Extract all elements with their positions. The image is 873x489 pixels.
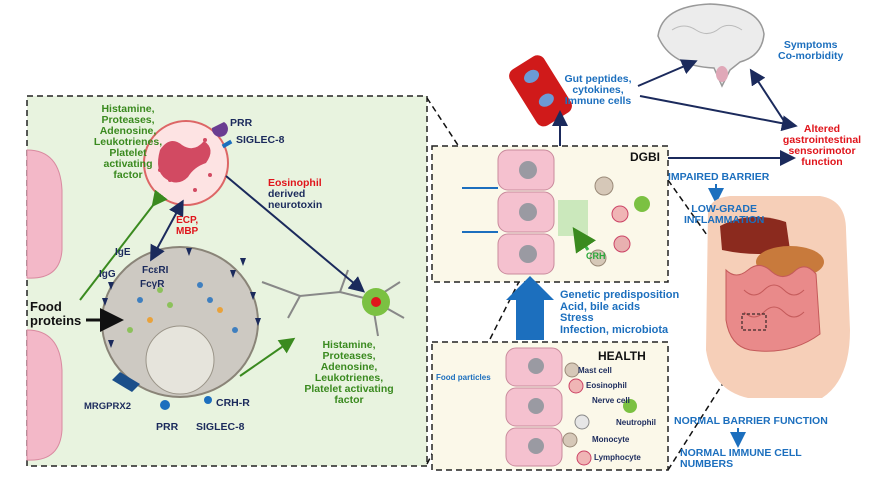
- factor-line: Stress: [560, 312, 594, 325]
- gut-line: cytokines,: [572, 84, 624, 97]
- arrow-eos-neuron: [225, 175, 366, 293]
- arrow-mast-neuron: [239, 337, 296, 377]
- food-proteins-label: Food proteins: [30, 300, 81, 327]
- altered-line: function: [801, 156, 843, 169]
- low-grade-label: LOW-GRADE INFLAMMATION: [684, 203, 765, 227]
- proteins-line: proteins: [30, 312, 82, 328]
- mediator-line: Platelet activating: [304, 383, 394, 396]
- crh-r-label: CRH-R: [216, 397, 250, 409]
- mediator-line: Proteases,: [101, 114, 155, 127]
- mbp-line: MBP: [176, 225, 199, 237]
- mediator-line: Adenosine,: [99, 125, 157, 138]
- factors-arrow: [506, 276, 554, 340]
- dgbi-label: DGBI: [630, 150, 660, 164]
- arrow-eos-mast: [150, 199, 184, 262]
- epithelium-health: [505, 347, 637, 467]
- symptoms-label: Symptoms Co-morbidity: [778, 39, 844, 63]
- altered-line: gastrointestinal: [782, 134, 862, 147]
- altered-line: Altered: [803, 123, 841, 135]
- arrow-peptides-brain: [637, 59, 698, 87]
- altered-label: Altered gastrointestinal sensorimotor fu…: [776, 123, 868, 169]
- epithelial-edge: [26, 149, 63, 461]
- health-label: HEALTH: [598, 349, 646, 363]
- neurotoxin-line: Eosinophil: [268, 177, 322, 189]
- mediator-line: Leukotrienes,: [314, 372, 384, 385]
- factor-line: Acid, bile acids: [560, 300, 641, 313]
- mast-cell: [101, 246, 259, 410]
- mrgprx2-label: MRGPRX2: [84, 401, 131, 412]
- mediator-line: Proteases,: [322, 350, 376, 363]
- legend-neutrophil: Neutrophil: [616, 418, 656, 427]
- eosinophil-cell: [143, 120, 233, 206]
- food-line: Food: [30, 299, 62, 314]
- mediator-line: Leukotrienes,: [93, 136, 163, 149]
- legend-eosinophil: Eosinophil: [586, 381, 627, 390]
- mediator-line: factor: [113, 169, 143, 182]
- abdomen-image: [706, 196, 850, 398]
- blood-vessel: [509, 55, 572, 127]
- prr-bottom-label: PRR: [156, 421, 179, 433]
- food-particles-label: Food particles: [436, 373, 491, 382]
- mediator-line: factor: [334, 394, 364, 407]
- igg-label: IgG: [99, 269, 116, 280]
- fceri-label: FcεRI: [142, 265, 169, 276]
- prr-top-label: PRR: [230, 117, 253, 129]
- ige-label: IgE: [115, 247, 131, 258]
- neurotoxin-label: Eosinophil derived neurotoxin: [268, 177, 323, 212]
- mediator-line: Histamine,: [322, 339, 376, 351]
- fcgr-label: FcγR: [140, 279, 165, 290]
- factor-line: Infection, microbiota: [560, 323, 669, 336]
- legend-mast-cell: Mast cell: [578, 366, 612, 375]
- mediators-top-label: Histamine, Proteases, Adenosine, Leukotr…: [76, 103, 180, 182]
- mediator-line: Adenosine,: [320, 361, 378, 374]
- ecp-mbp-label: ECP, MBP: [176, 215, 199, 237]
- gut-line: Immune cells: [564, 95, 632, 108]
- gut-peptides-label: Gut peptides, cytokines, Immune cells: [556, 73, 640, 108]
- neuron-left: [261, 269, 405, 337]
- gut-line: Gut peptides,: [564, 73, 632, 85]
- ecp-line: ECP,: [176, 215, 199, 226]
- symptoms-line: Symptoms: [783, 39, 838, 51]
- comorbidity-line: Co-morbidity: [778, 50, 844, 63]
- mediator-line: Histamine,: [101, 103, 155, 115]
- mediator-line: Platelet: [109, 147, 147, 160]
- impaired-barrier-label: IMPAIRED BARRIER: [668, 171, 770, 183]
- legend-monocyte: Monocyte: [592, 435, 630, 444]
- siglec-top-label: SIGLEC-8: [236, 134, 285, 146]
- legend-nerve-cell: Nerve cell: [592, 396, 630, 405]
- factor-line: Genetic predisposition: [560, 289, 680, 301]
- inflammation-line: INFLAMMATION: [684, 214, 765, 227]
- arrow-altered-brain: [749, 68, 787, 125]
- factors-label: Genetic predisposition Acid, bile acids …: [560, 289, 680, 336]
- crh-arrow: [572, 227, 596, 254]
- numbers-line: NUMBERS: [680, 458, 734, 471]
- arrow-mast-mediators: [79, 189, 168, 301]
- mediator-line: activating: [103, 158, 153, 171]
- low-grade-line: LOW-GRADE: [691, 203, 757, 215]
- neurotoxin-line: neurotoxin: [268, 199, 323, 212]
- normal-barrier-label: NORMAL BARRIER FUNCTION: [674, 415, 828, 427]
- crh-label: CRH: [586, 251, 606, 261]
- arrow-altered-peptides: [639, 95, 798, 132]
- normal-immune-label: NORMAL IMMUNE CELL NUMBERS: [680, 447, 802, 471]
- neurotoxin-line: derived: [268, 188, 306, 201]
- normal-immune-line: NORMAL IMMUNE CELL: [680, 447, 802, 459]
- siglec-bottom-label: SIGLEC-8: [196, 421, 245, 433]
- legend-lymphocyte: Lymphocyte: [594, 453, 641, 462]
- altered-line: sensorimotor: [788, 145, 856, 158]
- brain-image: [657, 3, 765, 88]
- mediators-bottom-label: Histamine, Proteases, Adenosine, Leukotr…: [284, 339, 414, 407]
